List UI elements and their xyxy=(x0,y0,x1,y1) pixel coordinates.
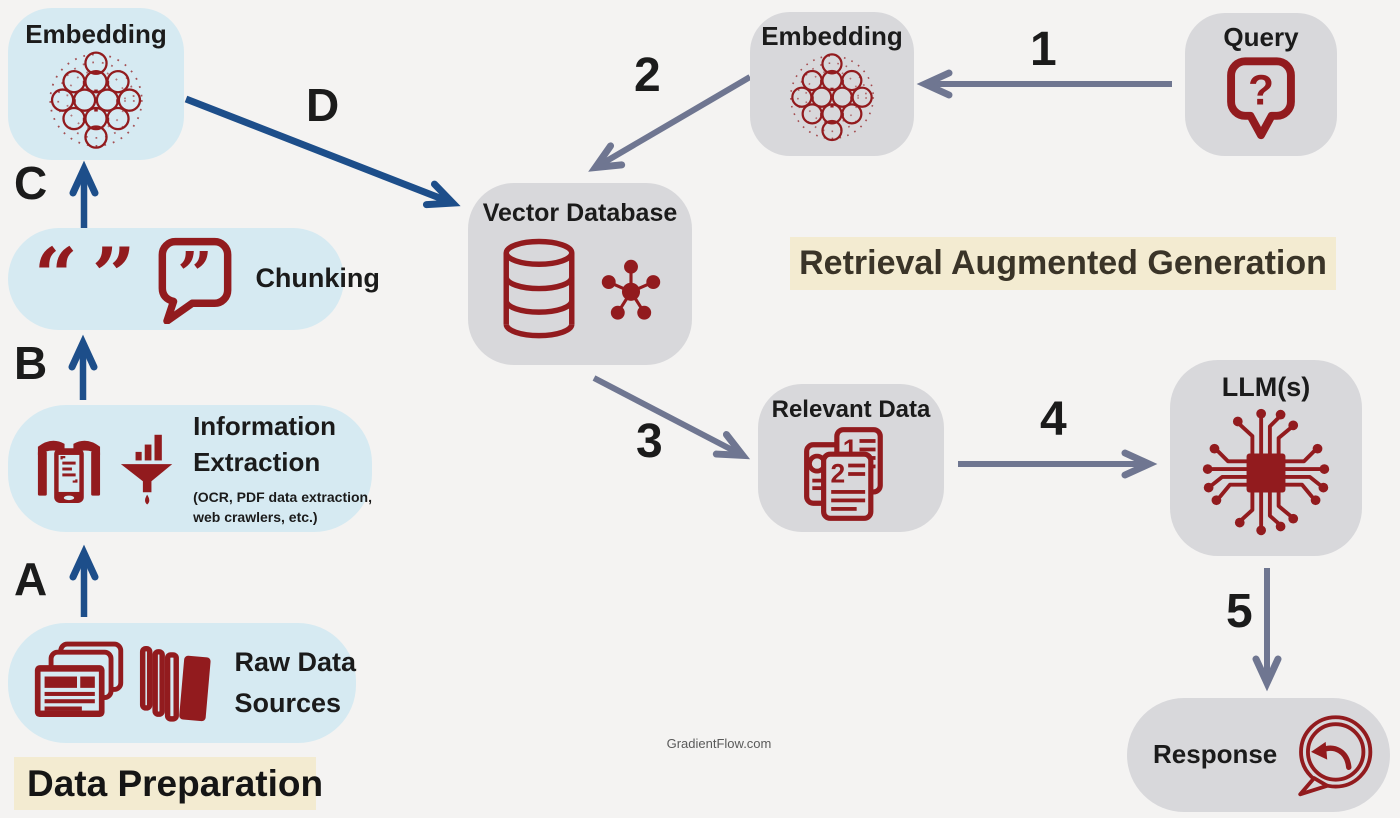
vector-cluster-icon xyxy=(601,259,661,320)
relevant-data-label: Relevant Data xyxy=(771,396,931,423)
information-extraction-note-line2: web crawlers, etc.) xyxy=(193,509,318,526)
close-quote-glyph: ” xyxy=(91,231,136,320)
raw-data-sources-label-line1: Raw Data xyxy=(234,646,356,677)
node-vector-database: Vector Database xyxy=(468,183,692,365)
reply-bubble-icon xyxy=(1298,715,1373,797)
database-cylinder-icon xyxy=(503,238,575,339)
node-llms: LLM(s) xyxy=(1170,360,1362,556)
rag-title-text: Retrieval Augmented Generation xyxy=(799,244,1327,282)
step-label-b: B xyxy=(14,337,48,389)
raw-data-sources-label-line2: Sources xyxy=(234,688,342,718)
chip-circuit-icon xyxy=(1202,408,1330,536)
node-raw-data-sources: Raw Data Sources xyxy=(8,623,356,743)
arrow-2 xyxy=(588,74,752,172)
step-label-2: 2 xyxy=(634,49,661,102)
rag-title: Retrieval Augmented Generation xyxy=(790,237,1336,290)
newspaper-stack-icon xyxy=(34,641,124,718)
question-bubble-icon: ? xyxy=(1227,57,1295,140)
embedding-left-label: Embedding xyxy=(25,19,167,49)
step-label-3: 3 xyxy=(636,415,663,468)
step-label-d: D xyxy=(306,79,340,131)
embedding-network-icon xyxy=(789,53,875,142)
funnel-filter-icon xyxy=(120,434,173,504)
step-label-c: C xyxy=(14,157,48,209)
step-label-4: 4 xyxy=(1040,393,1067,446)
node-response: Response xyxy=(1127,698,1390,812)
step-label-a: A xyxy=(14,553,48,605)
book-stack-icon xyxy=(140,645,212,722)
doc-number-2: 2 xyxy=(830,458,845,488)
information-extraction-label-line2: Extraction xyxy=(193,446,321,477)
llms-label: LLM(s) xyxy=(1221,372,1311,402)
chunking-label: Chunking xyxy=(255,263,380,294)
embedding-network-icon xyxy=(49,51,143,149)
quote-bubble-icon: ” xyxy=(159,238,232,324)
question-glyph: ? xyxy=(1248,66,1274,113)
query-label: Query xyxy=(1223,22,1299,52)
information-extraction-note-line1: (OCR, PDF data extraction, xyxy=(193,489,372,506)
open-quote-glyph: “ xyxy=(34,231,78,320)
node-query: Query ? xyxy=(1185,13,1337,156)
node-relevant-data: Relevant Data 1 2 xyxy=(758,384,944,532)
bubble-quote-glyph: ” xyxy=(178,238,213,311)
node-embedding-left: Embedding xyxy=(8,8,184,160)
node-chunking: “ ” ” Chunking xyxy=(8,228,380,330)
ocr-scan-icon xyxy=(37,440,101,503)
embedding-top-label: Embedding xyxy=(761,21,903,51)
step-label-1: 1 xyxy=(1030,23,1057,76)
documents-icon: 1 2 xyxy=(804,426,883,521)
step-label-5: 5 xyxy=(1226,585,1253,638)
data-preparation-title: Data Preparation xyxy=(14,757,323,810)
watermark-text: GradientFlow.com xyxy=(666,736,772,751)
node-embedding-top: Embedding xyxy=(750,12,914,156)
vector-database-label: Vector Database xyxy=(482,199,678,227)
information-extraction-label-line1: Information xyxy=(193,410,337,441)
data-preparation-title-text: Data Preparation xyxy=(27,762,324,804)
arrow-3 xyxy=(592,375,751,460)
node-information-extraction: Information Extraction (OCR, PDF data ex… xyxy=(8,405,372,532)
response-label: Response xyxy=(1153,739,1278,770)
